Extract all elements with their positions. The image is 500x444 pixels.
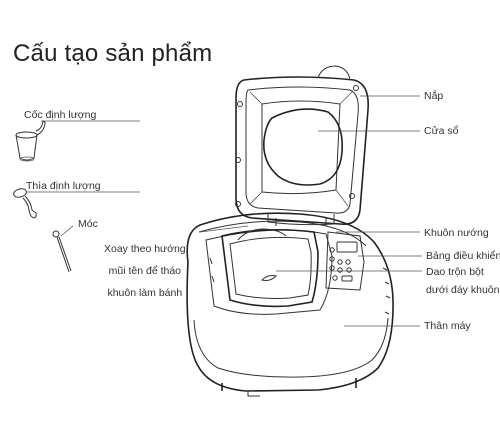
instruction-line-1: Xoay theo hướng [104, 243, 186, 255]
remove-pan-instruction: Xoay theo hướng mũi tên để tháo khuôn là… [104, 238, 186, 304]
measuring-spoon-label: Thìa định lượng [26, 180, 101, 192]
hook-label: Móc [78, 218, 98, 230]
measuring-cup-drawing [15, 120, 46, 162]
bread-pan-label: Khuôn nướng [424, 227, 489, 239]
control-panel-label: Bảng điều khiển [426, 250, 500, 262]
hook-drawing [52, 230, 72, 273]
instruction-line-2: mũi tên để tháo [108, 265, 182, 277]
machine-body-drawing [186, 212, 394, 397]
measuring-cup-label: Cốc định lượng [24, 109, 97, 121]
hook-leader [60, 225, 74, 237]
instruction-leader [199, 225, 249, 233]
page-title: Cấu tạo sản phẩm [13, 40, 213, 67]
kneading-blade-label-line-1: Dao trộn bột [426, 266, 484, 278]
lid-drawing [235, 65, 370, 226]
window-label: Cửa sổ [424, 125, 459, 137]
body-label: Thân máy [424, 320, 471, 332]
measuring-spoon-drawing [13, 188, 37, 219]
kneading-blade-label-line-2: dưới đáy khuôn [426, 284, 500, 296]
instruction-line-3: khuôn làm bánh [107, 287, 183, 299]
lid-label: Nắp [424, 90, 444, 102]
